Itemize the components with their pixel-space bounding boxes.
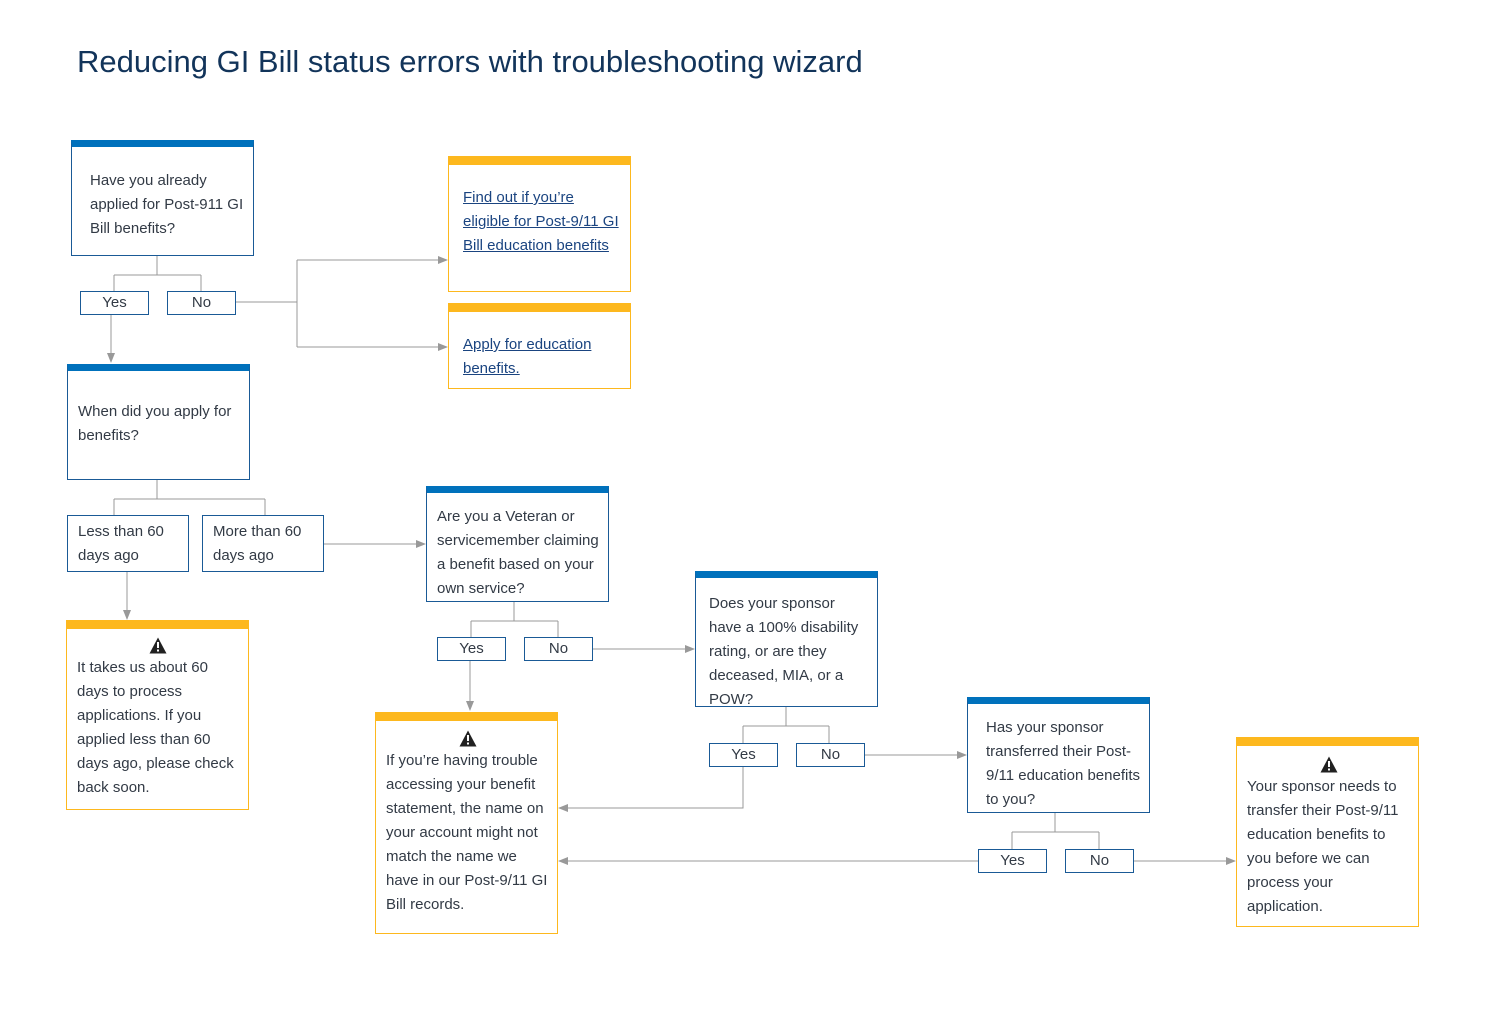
q4-no-button[interactable]: No: [796, 743, 865, 767]
connector-q3-split: [470, 602, 559, 637]
warning-sponsor-transfer: Your sponsor needs to transfer their Pos…: [1236, 737, 1419, 927]
warning-icon: [459, 730, 476, 747]
question-when-applied-text: When did you apply for benefits?: [78, 403, 232, 444]
apply-link[interactable]: Apply for education benefits.: [463, 336, 592, 377]
question-own-service: Are you a Veteran or servicemember claim…: [426, 486, 609, 602]
warning-icon: [149, 637, 166, 654]
connector-q4-split: [742, 707, 830, 743]
question-own-service-text: Are you a Veteran or servicemember claim…: [437, 508, 599, 597]
less-than-60-label: Less than 60 days ago: [78, 523, 164, 564]
question-applied: Have you already applied for Post-911 GI…: [71, 140, 254, 256]
connector-q1-split: [113, 256, 202, 291]
question-sponsor-transferred-text: Has your sponsor transferred their Post-…: [986, 719, 1141, 808]
arrow-q4-yes: [558, 767, 744, 812]
warning-icon: [1320, 756, 1337, 773]
q1-yes-button[interactable]: Yes: [80, 291, 149, 315]
outcome-eligibility: Find out if you’re eligible for Post-9/1…: [448, 156, 631, 292]
q5-yes-button[interactable]: Yes: [978, 849, 1047, 873]
question-sponsor-status: Does your sponsor have a 100% disability…: [695, 571, 878, 708]
q4-yes-button[interactable]: Yes: [709, 743, 778, 767]
question-sponsor-transferred: Has your sponsor transferred their Post-…: [967, 697, 1150, 813]
connector-q2-split: [113, 480, 266, 515]
more-than-60-button[interactable]: More than 60 days ago: [202, 515, 324, 572]
warning-sponsor-transfer-text: Your sponsor needs to transfer their Pos…: [1247, 778, 1399, 915]
warning-processing-text: It takes us about 60 days to process app…: [77, 659, 234, 796]
q3-no-button[interactable]: No: [524, 637, 593, 661]
question-sponsor-status-text: Does your sponsor have a 100% disability…: [709, 595, 859, 708]
eligibility-link[interactable]: Find out if you’re eligible for Post-9/1…: [463, 189, 619, 254]
q5-no-button[interactable]: No: [1065, 849, 1134, 873]
warning-processing-time: It takes us about 60 days to process app…: [66, 620, 249, 810]
q1-no-button[interactable]: No: [167, 291, 236, 315]
more-than-60-label: More than 60 days ago: [213, 523, 302, 564]
warning-name-mismatch: If you’re having trouble accessing your …: [375, 712, 558, 934]
page-title: Reducing GI Bill status errors with trou…: [77, 44, 863, 79]
less-than-60-button[interactable]: Less than 60 days ago: [67, 515, 189, 572]
connector-q5-split: [1011, 813, 1100, 849]
q3-yes-button[interactable]: Yes: [437, 637, 506, 661]
question-applied-text: Have you already applied for Post-911 GI…: [90, 172, 244, 237]
connector-q1-no: [236, 260, 298, 347]
question-when-applied: When did you apply for benefits?: [67, 364, 250, 480]
outcome-apply: Apply for education benefits.: [448, 303, 631, 389]
warning-name-mismatch-text: If you’re having trouble accessing your …: [386, 752, 548, 913]
